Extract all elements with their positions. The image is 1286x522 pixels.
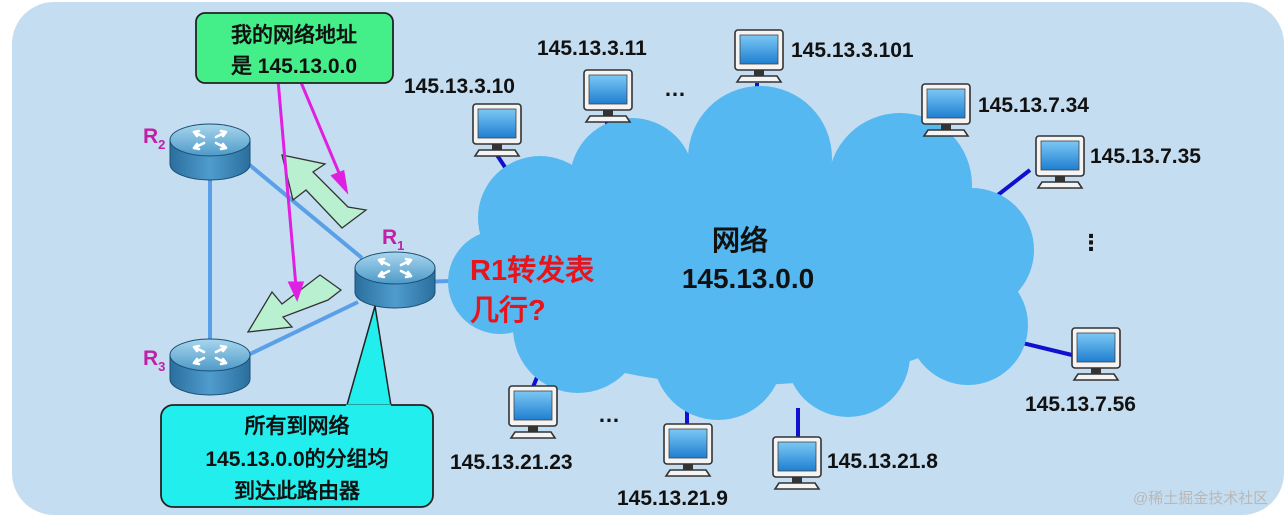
callout-text: 到达此路由器	[234, 479, 361, 503]
router-icon-r2	[168, 122, 252, 182]
router-label-r2: R2	[143, 125, 165, 152]
router-icon-r3	[168, 337, 252, 397]
block-arrow-icon	[281, 154, 368, 229]
host-label: 145.13.7.56	[1025, 393, 1136, 416]
host-label: 145.13.21.23	[450, 451, 573, 474]
watermark: @稀土掘金技术社区	[1133, 490, 1268, 507]
callout-text: 所有到网络	[245, 414, 350, 438]
address-callout: 我的网络地址 是 145.13.0.0	[195, 12, 394, 84]
host-label: 145.13.7.34	[978, 94, 1089, 117]
router-icon-r1	[353, 250, 437, 310]
question-line2: 几行?	[470, 294, 546, 327]
question-line1: R1转发表	[470, 254, 594, 287]
callout-text: 是 145.13.0.0	[231, 55, 357, 78]
host-label: 145.13.21.9	[617, 487, 728, 510]
host-label: 145.13.3.10	[404, 75, 515, 98]
cloud-title: 网络	[712, 224, 768, 256]
host-label: 145.13.3.11	[537, 37, 647, 60]
callout-text: 145.13.0.0的分组均	[205, 447, 388, 471]
ellipsis-right: ⋮	[1080, 230, 1102, 255]
host-label: 145.13.21.8	[827, 450, 938, 473]
ellipsis-top: …	[664, 76, 686, 101]
cloud-address: 145.13.0.0	[682, 263, 814, 294]
router-label-r1: R1	[382, 226, 404, 253]
routing-callout: 所有到网络 145.13.0.0的分组均 到达此路由器	[160, 404, 434, 508]
ellipsis-bottom: …	[598, 402, 620, 427]
magenta-arrows	[276, 79, 349, 303]
callout-text: 我的网络地址	[231, 23, 357, 47]
host-label: 145.13.7.35	[1090, 145, 1201, 168]
block-arrow-icon	[246, 274, 343, 333]
host-label: 145.13.3.101	[791, 39, 914, 62]
network-cloud	[448, 86, 1034, 420]
router-label-r3: R3	[143, 347, 165, 374]
